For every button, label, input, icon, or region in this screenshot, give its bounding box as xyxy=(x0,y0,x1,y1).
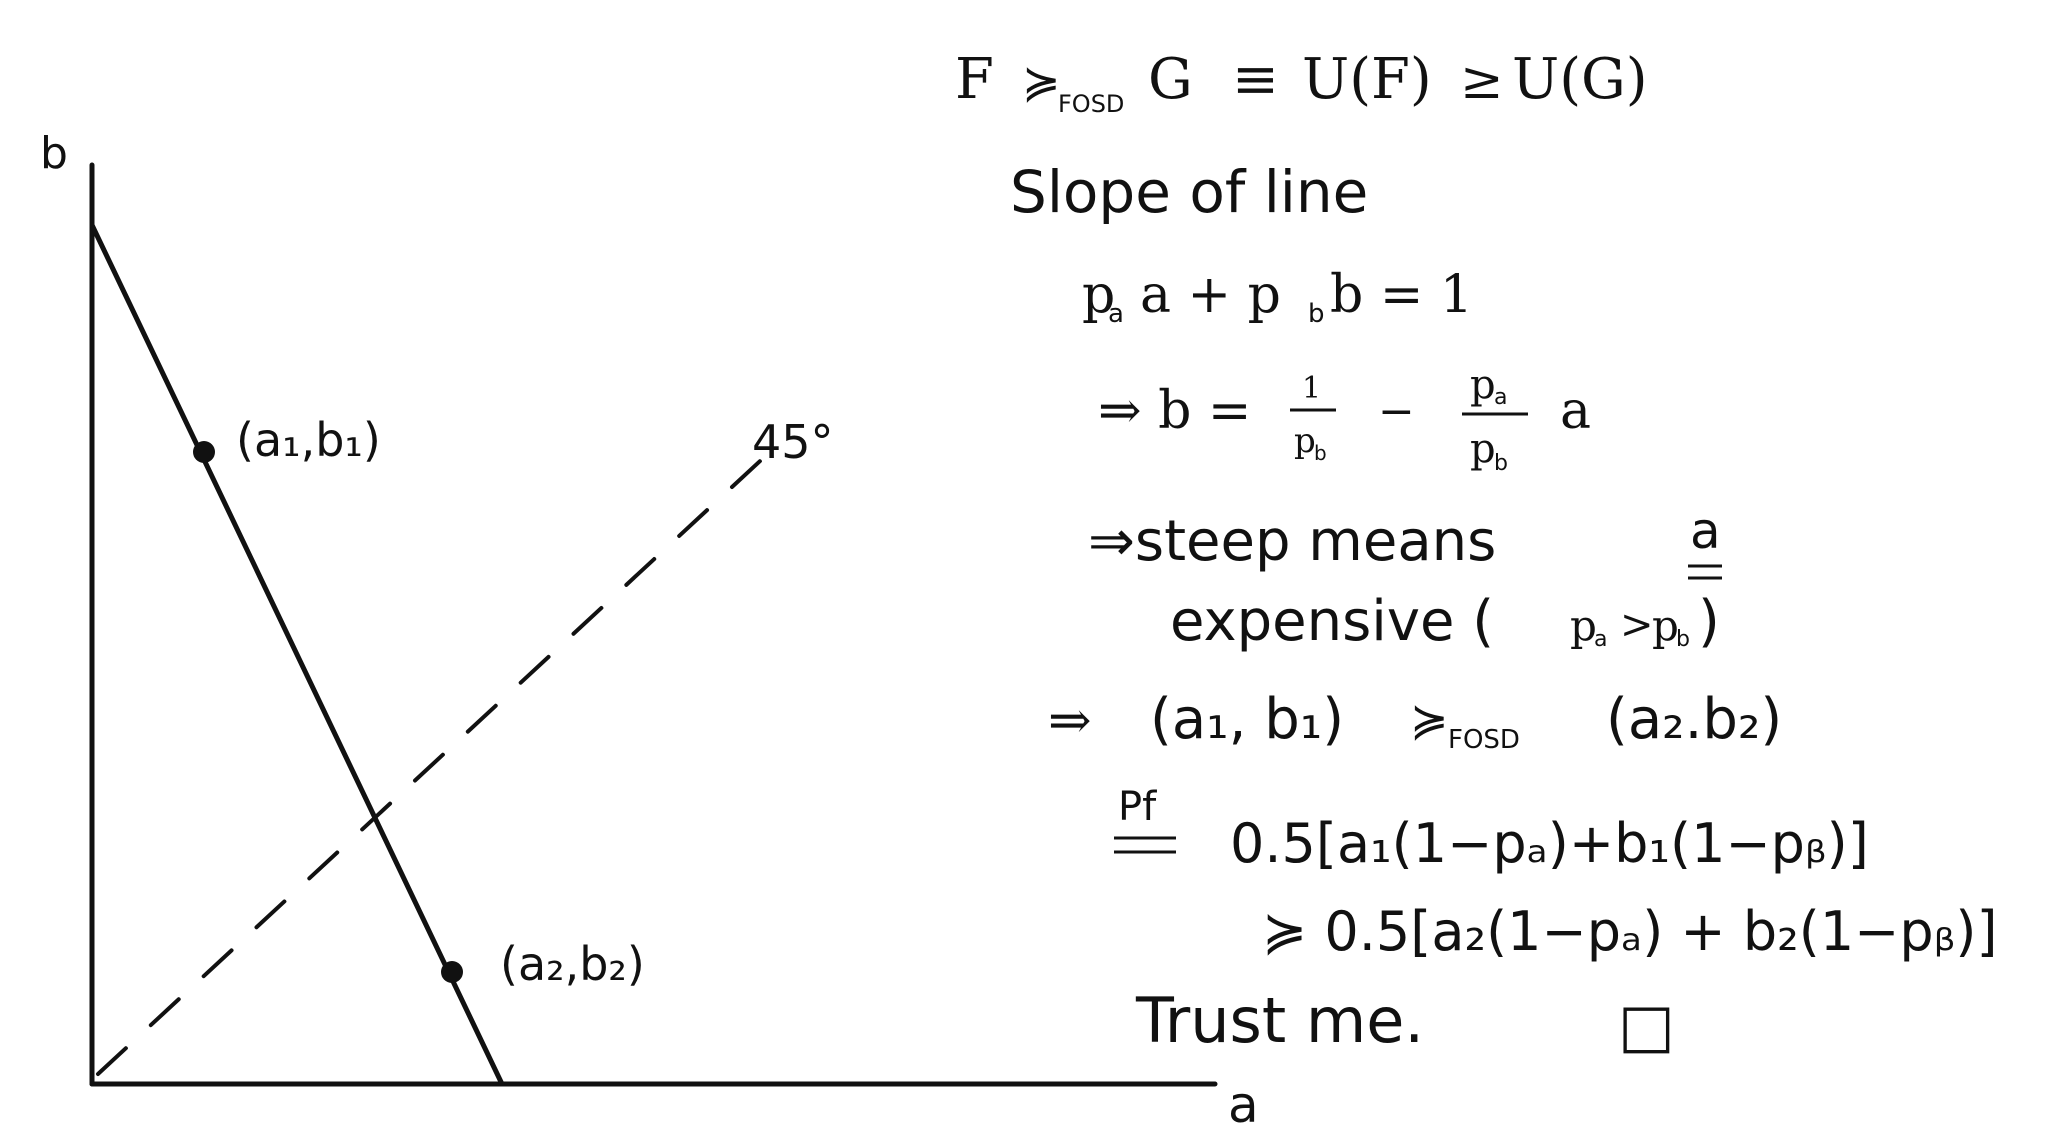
pa-subscript: a xyxy=(1108,299,1124,329)
trust-me-text: Trust me. xyxy=(1135,984,1424,1057)
proof-label: Pf xyxy=(1118,784,1157,830)
fraction2-denominator: p xyxy=(1470,426,1496,472)
notes: F ≽ FOSD G ≡ U(F) ≥ U(G) Slope of line p… xyxy=(955,47,1998,1061)
conclusion-right: (a₂.b₂) xyxy=(1606,687,1782,752)
fraction2-numerator-subscript: a xyxy=(1494,385,1507,410)
steep-prefix: ⇒steep means xyxy=(1088,509,1496,574)
proof-expression-2: ≽ 0.5[a₂(1−pₐ) + b₂(1−pᵦ)] xyxy=(1262,900,1998,963)
expensive-pb-subscript: b xyxy=(1676,627,1690,652)
fraction2-denominator-subscript: b xyxy=(1494,451,1508,476)
budget-end: b = 1 xyxy=(1330,265,1473,325)
expensive-pb: p xyxy=(1652,601,1679,650)
fosd-definition: F ≽ FOSD G ≡ U(F) ≥ U(G) xyxy=(955,47,1648,118)
angle-label: 45° xyxy=(752,415,834,469)
geq-symbol: ≥ xyxy=(1460,51,1504,111)
fraction1-numerator: 1 xyxy=(1302,371,1321,406)
conclusion-succ: ≽ xyxy=(1410,693,1449,747)
point-1-marker xyxy=(193,441,215,463)
point-1: (a₁,b₁) xyxy=(193,413,381,467)
slope-heading: Slope of line xyxy=(1010,158,1368,226)
fraction1-denominator-subscript: b xyxy=(1314,441,1327,465)
f-symbol: F xyxy=(955,47,994,112)
point-1-label: (a₁,b₁) xyxy=(236,413,381,467)
expensive-gt: > xyxy=(1620,602,1654,648)
expensive-pa: p xyxy=(1570,601,1597,650)
expensive-statement: expensive ( p a > p b ) xyxy=(1170,589,1720,654)
solved-prefix: ⇒ b = xyxy=(1098,381,1252,441)
proof-expression-1: 0.5[a₁(1−pₐ)+b₁(1−pᵦ)] xyxy=(1230,812,1869,875)
succ-symbol: ≽ xyxy=(1022,55,1061,109)
y-axis-label: b xyxy=(40,128,68,179)
underlined-a: a xyxy=(1690,502,1721,560)
expensive-text: expensive ( xyxy=(1170,589,1494,654)
fosd-subscript: FOSD xyxy=(1058,90,1124,118)
x-axis-label: a xyxy=(1228,1076,1259,1129)
pb-subscript: b xyxy=(1308,299,1325,329)
fraction1-denominator: p xyxy=(1294,421,1316,461)
budget-line xyxy=(89,222,505,1087)
conclusion-fosd: FOSD xyxy=(1448,725,1520,755)
conclusion-left: (a₁, b₁) xyxy=(1150,687,1344,752)
solved-equation: ⇒ b = 1 p b − p a p b a xyxy=(1098,362,1591,476)
equiv-symbol: ≡ xyxy=(1232,47,1279,112)
point-2: (a₂,b₂) xyxy=(441,937,645,991)
fosd-conclusion: ⇒ (a₁, b₁) ≽ FOSD (a₂.b₂) xyxy=(1048,687,1782,755)
g-symbol: G xyxy=(1148,47,1193,112)
expensive-close: ) xyxy=(1698,589,1720,654)
minus-symbol: − xyxy=(1378,386,1415,437)
expensive-pa-subscript: a xyxy=(1594,627,1607,652)
axes: b a xyxy=(40,128,1259,1129)
pa-symbol: p xyxy=(1082,265,1115,325)
solved-suffix: a xyxy=(1560,381,1591,441)
steep-statement: ⇒steep means a xyxy=(1088,502,1722,580)
proof-line-1: Pf 0.5[a₁(1−pₐ)+b₁(1−pᵦ)] xyxy=(1114,784,1869,875)
utility-g: U(G) xyxy=(1512,47,1648,112)
45-degree-line xyxy=(96,448,774,1076)
budget-middle: a + p xyxy=(1140,265,1281,325)
fraction2-numerator: p xyxy=(1470,362,1496,408)
proof-conclusion: Trust me. □ xyxy=(1135,984,1675,1061)
point-2-marker xyxy=(441,961,463,983)
budget-equation: p a a + p b b = 1 xyxy=(1082,265,1473,329)
conclusion-arrow: ⇒ xyxy=(1048,691,1092,751)
utility-f: U(F) xyxy=(1302,47,1432,112)
qed-symbol: □ xyxy=(1618,991,1675,1061)
point-2-label: (a₂,b₂) xyxy=(500,937,645,991)
